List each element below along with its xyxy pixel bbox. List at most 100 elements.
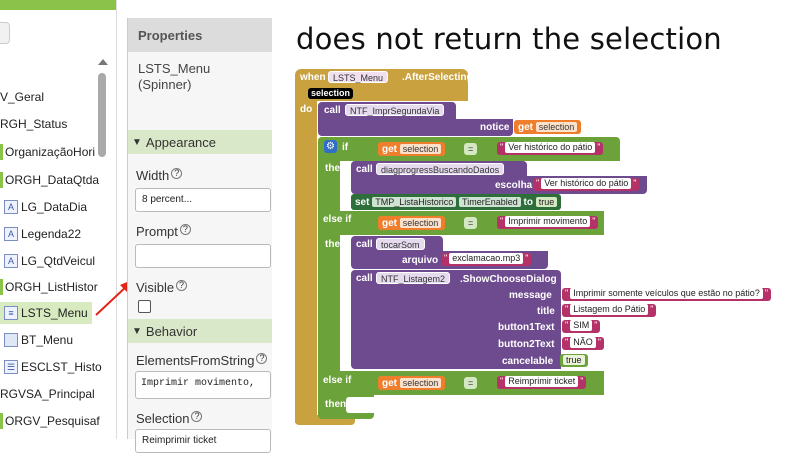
toolbar-button[interactable] xyxy=(0,22,10,44)
text-block[interactable]: "SIM" xyxy=(562,320,601,333)
text-value[interactable]: Ver histórico do pátio xyxy=(505,142,596,153)
tree-item[interactable]: ORGH_ListHistor xyxy=(0,276,98,298)
section-label: Appearance xyxy=(145,134,217,150)
var-dropdown[interactable]: selection xyxy=(399,378,442,388)
get-label: get xyxy=(382,218,397,229)
procedure-dropdown[interactable]: tocarSom xyxy=(376,238,425,250)
visible-checkbox[interactable] xyxy=(138,300,151,313)
elements-from-string-input[interactable]: Imprimir movimento, xyxy=(135,371,271,399)
tree-item[interactable]: ORGH_DataQtda xyxy=(0,169,99,191)
call-label: call xyxy=(356,164,373,175)
text-value[interactable]: Ver histórico do pátio xyxy=(541,178,632,189)
var-dropdown[interactable]: selection xyxy=(399,144,442,154)
call-label: call xyxy=(356,273,373,284)
boolean-value-dropdown[interactable]: true xyxy=(563,355,585,365)
help-icon[interactable]: ? xyxy=(179,224,191,235)
tree-item[interactable]: RGVSA_Principal xyxy=(0,383,95,405)
tree-item-label: LG_QtdVeicul xyxy=(21,254,96,268)
alert-component-dropdown[interactable]: NTF_ImprSegundaVia xyxy=(345,104,445,116)
showalert-block-arg xyxy=(318,119,513,136)
empty-statement-slot[interactable] xyxy=(346,397,374,413)
text-block[interactable]: "NÃO" xyxy=(562,337,604,350)
var-dropdown[interactable]: selection xyxy=(535,122,578,132)
spinner-icon: ≡ xyxy=(4,306,18,320)
help-icon[interactable]: ? xyxy=(191,411,203,422)
get-selection-block[interactable]: get selection xyxy=(378,142,446,156)
tree-item[interactable]: BT_Menu xyxy=(4,329,73,351)
set-timer-block[interactable]: set TMP_ListaHistorico TimerEnabled to t… xyxy=(351,194,562,210)
if-block-side xyxy=(318,137,340,419)
then-label: then xyxy=(325,399,347,410)
text-value[interactable]: Imprimir somente veículos que estão no p… xyxy=(570,288,763,299)
arrangement-icon xyxy=(0,144,3,160)
help-icon[interactable]: ? xyxy=(171,168,183,179)
appearance-section[interactable]: ▼Appearance xyxy=(128,130,272,154)
behavior-section[interactable]: ▼Behavior xyxy=(128,319,272,343)
text-value[interactable]: exclamacao.mp3 xyxy=(449,253,524,264)
call-label: call xyxy=(356,239,373,250)
scroll-up-icon[interactable] xyxy=(97,59,108,65)
dialog-component-dropdown[interactable]: NTF_Listagem2 xyxy=(376,272,451,284)
help-icon[interactable]: ? xyxy=(176,280,188,291)
text-block[interactable]: "Listagem do Pátio" xyxy=(562,304,657,317)
blocks-workspace: when LSTS_Menu .AfterSelecting selection… xyxy=(295,69,772,425)
get-selection-block[interactable]: get selection xyxy=(378,376,446,390)
tree-scrollbar[interactable] xyxy=(97,55,108,430)
procedure-dropdown[interactable]: diagprogressBuscandoDados xyxy=(376,163,505,175)
get-selection-block[interactable]: get selection xyxy=(378,216,446,230)
alert-method-label: .ShowAlert xyxy=(458,106,511,117)
tree-item-label: BT_Menu xyxy=(21,333,74,347)
eq-dropdown[interactable]: = xyxy=(464,217,478,229)
showchoosedialog-block-body xyxy=(351,285,561,369)
boolean-true-dropdown[interactable]: true xyxy=(535,197,558,207)
eq-dropdown[interactable]: = xyxy=(464,143,478,155)
button-icon xyxy=(4,333,18,347)
timer-component-dropdown[interactable]: TMP_ListaHistorico xyxy=(372,197,457,207)
tree-item[interactable]: ☰ESCLST_Histo xyxy=(4,356,102,378)
text-block[interactable]: "Reimprimir ticket" xyxy=(497,376,587,389)
get-label: get xyxy=(382,378,397,389)
text-value[interactable]: Imprimir movimento xyxy=(505,216,591,227)
tree-item[interactable]: ORGV_Pesquisaf xyxy=(0,410,100,432)
event-component-dropdown[interactable]: LSTS_Menu xyxy=(328,71,389,83)
tree-item[interactable]: V_Geral xyxy=(0,86,44,108)
var-dropdown[interactable]: selection xyxy=(399,218,442,228)
get-selection-block[interactable]: get selection xyxy=(514,120,582,134)
text-value[interactable]: Reimprimir ticket xyxy=(505,376,579,387)
label-text: Selection xyxy=(136,411,190,426)
param-selection-tag[interactable]: selection xyxy=(308,88,354,99)
help-icon[interactable]: ? xyxy=(256,353,268,364)
timer-property-dropdown[interactable]: TimerEnabled xyxy=(459,197,521,207)
scroll-thumb[interactable] xyxy=(98,73,106,157)
button1-label: button1Text xyxy=(498,322,555,333)
prompt-input[interactable] xyxy=(135,244,271,268)
arrangement-icon xyxy=(0,172,3,188)
text-block[interactable]: "Ver histórico do pátio" xyxy=(497,142,604,155)
text-value[interactable]: Listagem do Pátio xyxy=(570,304,649,315)
then-label: then xyxy=(325,239,347,250)
selection-input[interactable]: Reimprimir ticket xyxy=(135,429,271,453)
text-block[interactable]: "exclamacao.mp3" xyxy=(441,253,532,266)
event-block-side xyxy=(295,100,317,423)
visible-label: Visible? xyxy=(128,280,272,295)
tree-item-selected[interactable]: ≡LSTS_Menu xyxy=(0,302,92,324)
text-block[interactable]: "Imprimir somente veículos que estão no … xyxy=(562,288,772,301)
text-value[interactable]: NÃO xyxy=(570,337,596,348)
tree-item[interactable]: RGH_Status xyxy=(0,113,67,135)
text-value[interactable]: SIM xyxy=(570,320,593,331)
width-input[interactable]: 8 percent... xyxy=(135,188,271,212)
boolean-block[interactable]: true xyxy=(560,354,588,367)
tree-item[interactable]: OrganizaçãoHori xyxy=(0,141,95,163)
selection-label: Selection? xyxy=(128,411,272,426)
gear-icon[interactable]: ⚙ xyxy=(324,140,337,153)
arrangement-icon xyxy=(0,413,3,429)
elements-from-string-label: ElementsFromString? xyxy=(128,353,272,368)
event-name-label: .AfterSelecting xyxy=(402,72,473,83)
eq-dropdown[interactable]: = xyxy=(464,377,478,389)
text-block[interactable]: "Imprimir movimento" xyxy=(497,216,599,229)
text-block[interactable]: "Ver histórico do pátio" xyxy=(533,178,640,191)
label-icon: A xyxy=(4,254,18,268)
